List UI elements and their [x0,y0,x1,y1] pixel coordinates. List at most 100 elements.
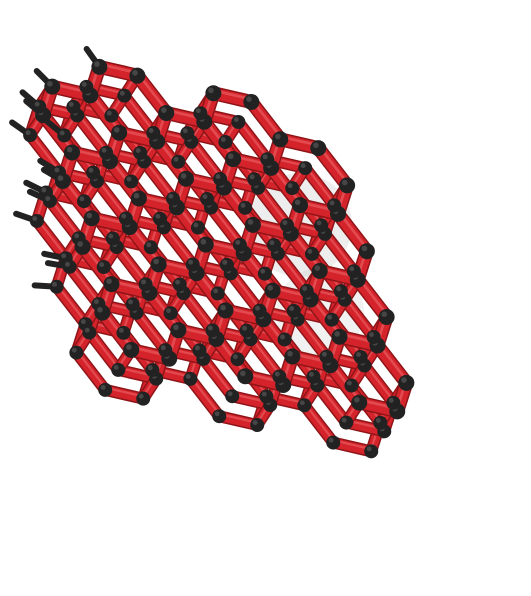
atom-hub [240,324,254,338]
atom-hub [106,232,120,246]
atom-hub [136,392,150,406]
atom-hub [225,389,239,403]
atom-highlight [295,200,301,206]
atom-hub [55,173,71,189]
atom-highlight [121,214,126,219]
atom-highlight [196,108,201,113]
atom-highlight [208,326,213,331]
atom-highlight [401,377,407,383]
atom-highlight [203,194,208,199]
atom-highlight [228,153,234,159]
atom-highlight [289,306,294,311]
atom-hub [386,396,400,410]
atom-hub [111,363,125,377]
atom-highlight [79,196,84,201]
atom-highlight [166,308,171,313]
atom-hub [158,343,172,357]
atom-hub [331,329,347,345]
atom-highlight [376,418,381,423]
atom-hub [171,155,185,169]
atom-highlight [54,168,59,173]
atom-hub [347,264,361,278]
atom-highlight [149,128,154,133]
atom-highlight [342,180,348,186]
atom-highlight [242,326,247,331]
atom-highlight [255,306,260,311]
atom-hub [66,100,80,114]
atom-highlight [132,70,138,76]
atom-hub [79,80,93,94]
atom-highlight [186,374,191,379]
atom-hub [205,323,219,337]
atom-hub [373,416,387,430]
atom-highlight [108,234,113,239]
atom-highlight [330,200,335,205]
atom-highlight [126,344,132,350]
atom-highlight [32,216,37,221]
atom-highlight [336,286,341,291]
atom-highlight [52,282,57,287]
atom-highlight [61,253,66,258]
atom-hub [77,194,91,208]
atom-hub [265,283,281,299]
atom-highlight [67,147,73,153]
atom-highlight [246,96,252,102]
atom-highlight [389,398,394,403]
atom-highlight [362,246,368,252]
atom-hub [319,350,333,364]
atom-highlight [208,88,214,94]
atom-highlight [114,365,119,370]
atom-highlight [300,400,305,405]
atom-hub [233,238,247,252]
atom-hub [253,304,267,318]
atom-hub [285,181,299,195]
atom-highlight [280,335,285,340]
atom-hub [178,171,194,187]
atom-hub [193,106,207,120]
atom-hub [158,105,174,121]
atom-highlight [260,269,265,274]
atom-hub [116,326,130,340]
atom-hub [50,280,64,294]
atom-hub [151,256,167,272]
atom-hub [146,126,160,140]
atom-highlight [287,351,293,357]
atom-hub [218,135,232,149]
atom-highlight [356,352,361,357]
atom-highlight [136,148,141,153]
bond-rod [57,287,86,324]
atom-hub [82,326,96,340]
atom-hub [306,370,320,384]
atom-highlight [201,239,207,245]
atom-highlight [127,177,132,182]
atom-highlight [58,175,64,181]
atom-highlight [134,193,140,199]
atom-highlight [347,381,352,386]
atom-highlight [87,213,93,219]
atom-hub [260,152,274,166]
atom-hub [75,239,91,255]
atom-highlight [228,391,233,396]
atom-hub [126,297,140,311]
atom-highlight [282,220,287,225]
atom-highlight [221,137,226,142]
atom-hub [63,260,77,274]
atom-highlight [234,117,239,122]
atom-hub [339,416,353,430]
atom-hub [57,128,71,142]
atom-highlight [354,397,360,403]
atom-hub [243,94,259,110]
atom-hub [139,277,153,291]
atom-hub [99,146,113,160]
atom-hub [144,240,158,254]
atom-highlight [275,372,280,377]
atom-highlight [195,346,200,351]
atom-hub [231,115,245,129]
atom-hub [183,372,197,386]
atom-hub [230,352,244,366]
atom-highlight [181,173,187,179]
atom-hub [250,418,264,432]
atom-hub [326,436,340,450]
